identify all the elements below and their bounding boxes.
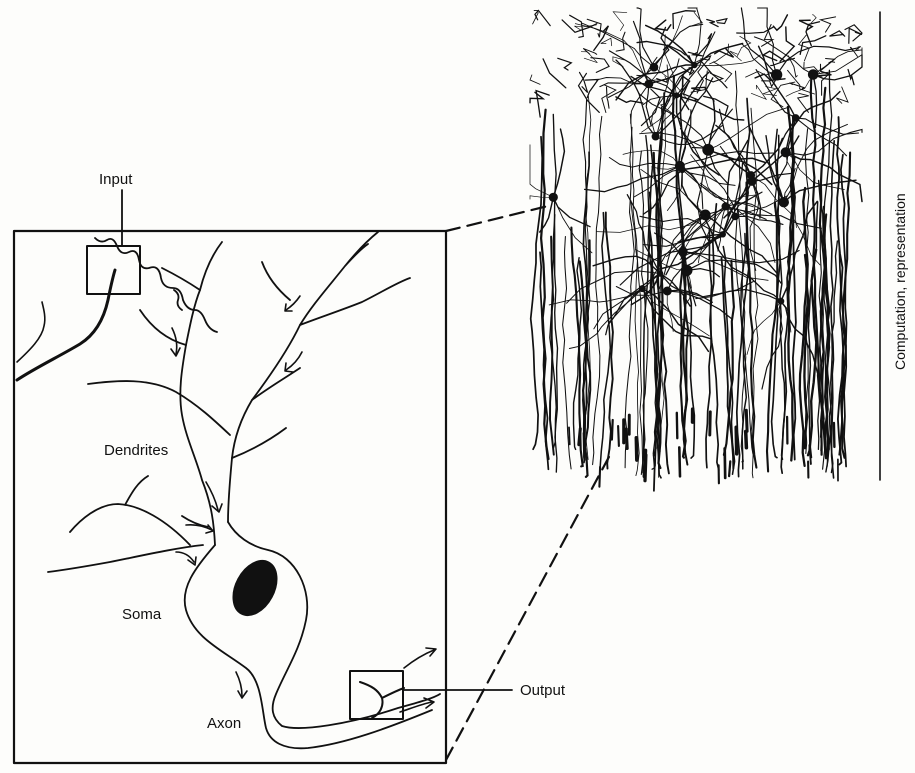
side-label: Computation, representation [893, 193, 907, 370]
zoom-lines [446, 205, 610, 760]
cortex-fiber [558, 58, 572, 70]
cortex-fiber [530, 75, 540, 85]
cortex-fiber [710, 44, 729, 64]
cortex-fiber [636, 438, 637, 460]
cortex-fiber [593, 116, 602, 464]
cortex-fiber [790, 83, 805, 89]
cortex-fiber [830, 31, 845, 36]
cortex-fiber [799, 35, 810, 61]
cortex-tissue-illustration [530, 8, 862, 491]
cortex-fiber [811, 15, 816, 23]
cortex-fiber [687, 260, 781, 283]
cortex-fiber [751, 85, 766, 99]
cortex-fiber [535, 10, 550, 25]
cortex-fiber [569, 427, 570, 444]
cortex-fiber [579, 429, 581, 445]
cortex-fiber [741, 8, 776, 75]
cortex-fiber [729, 461, 730, 476]
cortex-fiber [613, 12, 627, 31]
cortex-fiber [677, 413, 678, 438]
cortex-fiber [716, 19, 726, 24]
output-box [350, 671, 403, 719]
cortex-fiber [562, 20, 597, 32]
upper-dendrite-branches [88, 232, 410, 458]
neuron-panel-frame [14, 231, 446, 763]
cortex-fiber [800, 36, 826, 55]
cortex-fiber [582, 23, 654, 67]
cortex-fiber [543, 59, 566, 88]
cortex-fiber [585, 80, 598, 98]
cortex-fiber [704, 96, 728, 114]
cortex-fiber [645, 455, 646, 481]
cortex-fiber [716, 125, 751, 175]
cortex-fiber [612, 420, 613, 440]
cortex-fiber [584, 433, 585, 457]
cortex-fiber [655, 436, 656, 466]
soma-label: Soma [122, 607, 161, 622]
nucleus [225, 553, 286, 622]
cortex-fiber [821, 17, 836, 32]
cortex-fiber [591, 58, 609, 73]
axon-label: Axon [207, 716, 241, 731]
cortex-fiber [677, 95, 744, 120]
cortex-fiber [829, 62, 835, 64]
cortex-fiber [679, 447, 680, 476]
cortex-fiber [834, 423, 835, 447]
cortex-fiber [710, 412, 711, 435]
cortex-fiber [796, 118, 859, 134]
cortex-fiber [746, 410, 747, 431]
cortex-fiber [618, 426, 619, 446]
cortex-fiber [799, 20, 812, 30]
cortex-fiber [736, 427, 737, 454]
dendrites-label: Dendrites [104, 443, 168, 458]
cortex-fiber [725, 449, 726, 478]
cortex-fiber [631, 200, 639, 475]
cortex-fiber [541, 110, 548, 459]
output-label: Output [520, 683, 565, 698]
cortex-fiber [821, 422, 822, 438]
input-axon [17, 270, 115, 380]
cortex-fiber [599, 467, 600, 487]
cortex-fiber [609, 158, 680, 168]
signal-arrows [171, 296, 436, 712]
main-dendrite-trunk [180, 290, 300, 545]
cortex-fiber [821, 59, 835, 71]
cortex-fiber [848, 70, 854, 85]
left-dendrite-branches [48, 476, 208, 572]
input-wavy-fiber [95, 238, 217, 332]
cortex-fiber [656, 20, 671, 30]
cortex-fiber [641, 89, 660, 126]
input-label: Input [99, 172, 132, 187]
cortex-fiber [836, 87, 848, 103]
cortex-fiber [746, 432, 747, 448]
cortex-fiber [626, 429, 627, 449]
cortex-fiber [813, 75, 816, 128]
